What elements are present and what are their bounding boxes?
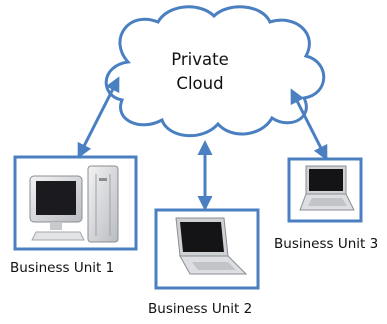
business-unit-1-node [13,155,138,251]
arrow-unit1-cloud [77,76,120,159]
cloud-label-line1: Private [171,50,229,69]
desktop-computer-icon [29,165,119,243]
business-unit-3-label: Business Unit 3 [274,236,379,252]
cloud-label-line2: Cloud [176,74,224,93]
cloud-shape [104,5,326,138]
laptop-icon [175,217,248,275]
arrow-unit3-cloud [290,88,328,161]
business-unit-2-label: Business Unit 2 [148,301,253,317]
laptop-icon [299,165,355,211]
business-unit-3-node [287,157,363,223]
business-unit-2-node [154,208,260,290]
business-unit-1-label: Business Unit 1 [10,260,115,276]
